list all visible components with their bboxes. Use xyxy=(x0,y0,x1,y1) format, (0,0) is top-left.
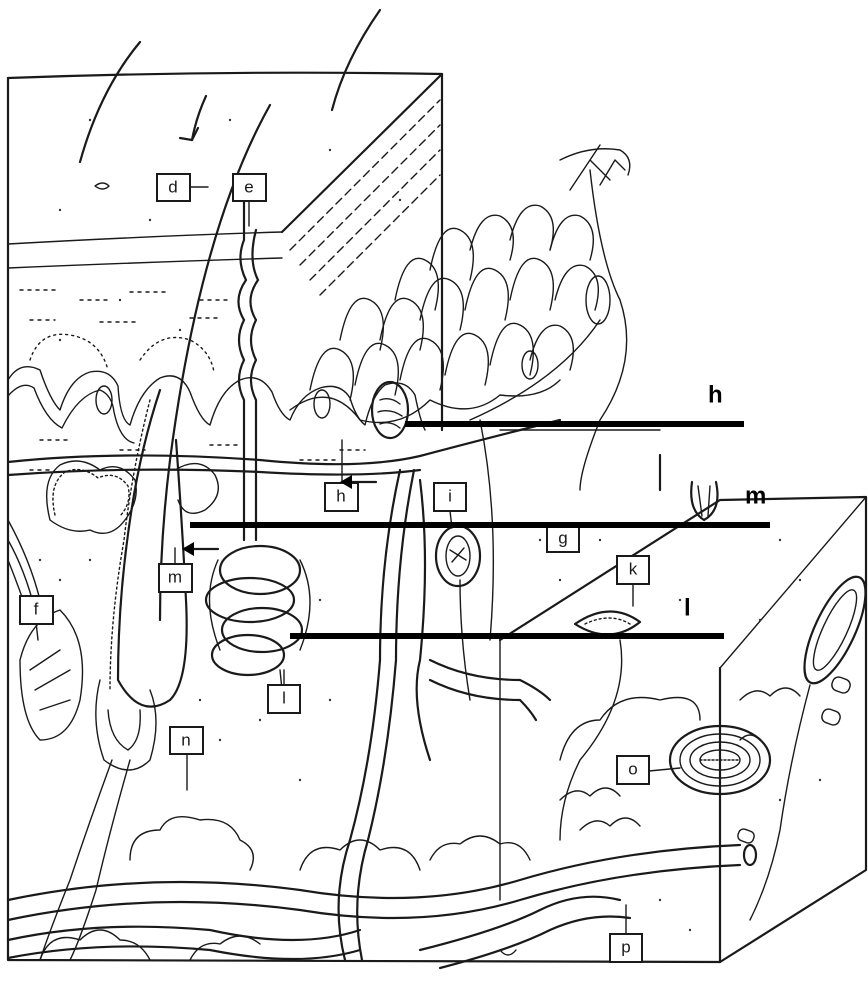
epidermis-papillae xyxy=(8,334,425,443)
pointer-label-h: h xyxy=(708,381,723,408)
epidermal-cells xyxy=(290,205,598,422)
label-box-p: p xyxy=(610,905,642,962)
label-box-n: n xyxy=(170,727,203,790)
label-box-k: k xyxy=(617,556,649,606)
svg-text:n: n xyxy=(181,730,190,749)
svg-text:h: h xyxy=(336,486,345,505)
svg-text:l: l xyxy=(282,688,286,707)
label-box-m: m xyxy=(159,548,192,592)
label-box-f: f xyxy=(20,596,53,640)
arrector-pili xyxy=(8,520,83,740)
label-box-l: l xyxy=(268,670,300,713)
pointer-label-l: l xyxy=(684,594,691,621)
hair-cross-section xyxy=(691,482,717,520)
svg-text:i: i xyxy=(448,486,452,505)
free-nerve-endings xyxy=(470,145,630,490)
subcutaneous-fat xyxy=(40,688,800,960)
deep-vessels xyxy=(8,845,756,968)
svg-text:d: d xyxy=(168,177,177,196)
svg-text:m: m xyxy=(168,567,182,586)
label-box-g: g xyxy=(547,525,579,552)
label-box-d: d xyxy=(157,174,208,201)
svg-text:f: f xyxy=(34,599,39,618)
svg-text:p: p xyxy=(621,937,630,956)
pointer-label-m: m xyxy=(745,482,766,509)
svg-text:k: k xyxy=(629,559,638,578)
corpuscle-k xyxy=(560,611,640,840)
skin-block-outline xyxy=(8,73,866,962)
svg-text:g: g xyxy=(558,528,567,547)
svg-text:o: o xyxy=(628,759,637,778)
lamellated-corpuscle-right xyxy=(736,569,868,920)
corpuscle-i xyxy=(436,526,480,586)
label-box-e: e xyxy=(233,174,266,226)
label-box-i: i xyxy=(434,483,466,528)
svg-text:e: e xyxy=(244,177,253,196)
